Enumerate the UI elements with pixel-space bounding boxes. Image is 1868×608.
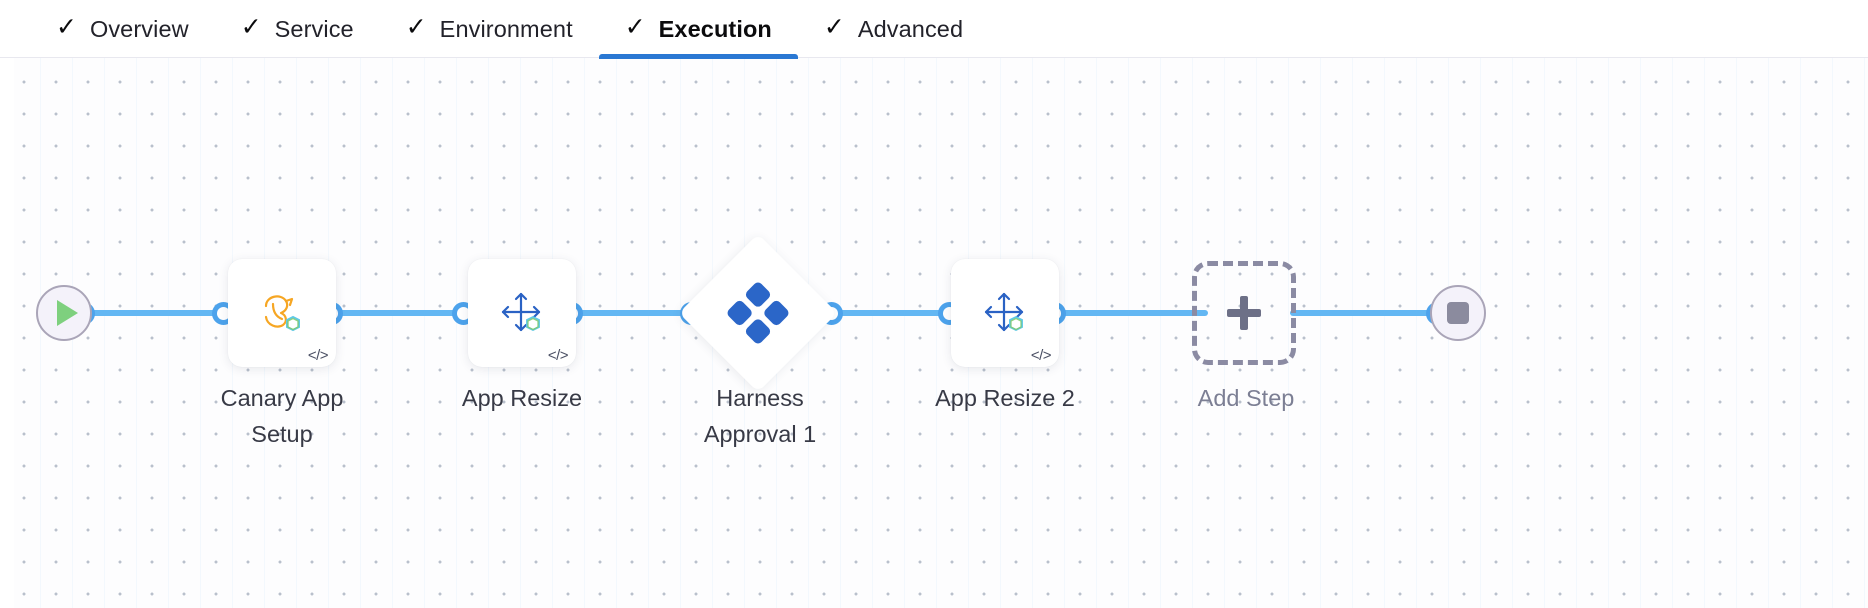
connector-add-to-end [1290, 310, 1455, 316]
tab-overview[interactable]: ✓ Overview [30, 0, 215, 58]
add-step-label: Add Step [1197, 385, 1295, 411]
pipeline-canvas[interactable]: </> Canary App Setup [0, 58, 1868, 608]
tab-advanced-label: Advanced [857, 15, 964, 42]
step-label-canary-app-setup: Canary App Setup [220, 385, 344, 447]
check-icon: ✓ [624, 13, 646, 41]
tab-execution[interactable]: ✓ Execution [598, 0, 799, 59]
step-label-app-resize: App Resize [461, 385, 583, 411]
check-icon: ✓ [405, 13, 427, 41]
step-node-app-resize-2[interactable]: </> [951, 259, 1059, 367]
pipeline-end-node[interactable] [1430, 285, 1486, 341]
connector-start-to-canary [86, 310, 238, 316]
connector-resize-to-approval [566, 310, 706, 316]
step-node-canary-app-setup[interactable]: </> [228, 259, 336, 367]
app-resize-icon [951, 259, 1059, 367]
add-step-node[interactable] [1192, 261, 1296, 365]
pipeline-stage-tabs: ✓ Overview ✓ Service ✓ Environment ✓ Exe… [0, 0, 1868, 59]
code-icon[interactable]: </> [547, 347, 569, 364]
tab-overview-label: Overview [89, 15, 189, 42]
step-node-harness-approval-1[interactable] [678, 233, 838, 393]
tab-environment-label: Environment [439, 15, 573, 42]
connector-resize2-to-add [1048, 310, 1208, 316]
code-icon[interactable]: </> [1030, 347, 1052, 364]
step-label-harness-approval-1: Harness Approval 1 [703, 385, 817, 447]
tab-advanced[interactable]: ✓ Advanced [798, 0, 989, 58]
check-icon: ✓ [823, 13, 845, 41]
connector-approval-to-resize2 [826, 310, 966, 316]
tab-environment[interactable]: ✓ Environment [380, 0, 599, 58]
play-icon [56, 300, 78, 326]
step-node-app-resize[interactable]: </> [468, 259, 576, 367]
connector-canary-to-resize [326, 310, 478, 316]
tanzu-bird-icon [228, 259, 336, 367]
tab-execution-label: Execution [658, 15, 772, 42]
check-icon: ✓ [56, 13, 77, 41]
plus-icon [1227, 296, 1261, 330]
code-icon[interactable]: </> [307, 347, 329, 364]
step-label-app-resize-2: App Resize 2 [935, 385, 1075, 411]
check-icon: ✓ [240, 13, 262, 41]
app-resize-icon [468, 259, 576, 367]
tab-service-label: Service [274, 15, 354, 42]
tab-service[interactable]: ✓ Service [215, 0, 380, 58]
pipeline-flow: </> Canary App Setup [0, 58, 1868, 608]
pipeline-start-node[interactable] [36, 285, 92, 341]
stop-icon [1447, 302, 1469, 324]
